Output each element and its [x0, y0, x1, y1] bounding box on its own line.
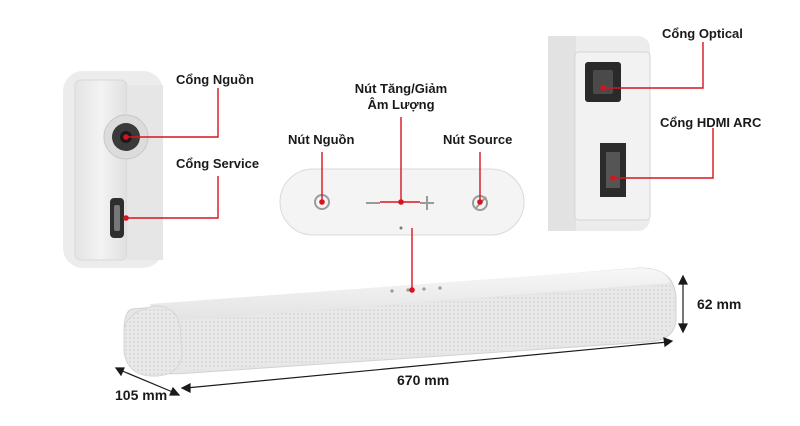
- label-service-port: Cổng Service: [176, 156, 260, 171]
- left-port-inset: [63, 71, 163, 268]
- label-power-port: Cổng Nguồn: [176, 72, 254, 87]
- callout-dots: [123, 85, 616, 293]
- label-source-button: Nút Source: [443, 132, 513, 147]
- label-volume-button-line1: Nút Tăng/Giảm: [354, 81, 448, 96]
- soundbar: [123, 267, 677, 377]
- dimension-lines: [114, 274, 688, 396]
- right-port-inset: [548, 36, 651, 231]
- label-volume-button-line2: Âm Lượng: [367, 97, 435, 112]
- label-optical-port: Cổng Optical: [662, 26, 743, 41]
- dimension-height: 62 mm: [697, 296, 742, 312]
- label-hdmi-arc-port: Cổng HDMI ARC: [660, 115, 762, 130]
- dimension-width: 670 mm: [397, 372, 450, 388]
- label-power-button: Nút Nguồn: [288, 132, 355, 147]
- callout-lines: [126, 42, 714, 290]
- dimension-depth: 105 mm: [115, 387, 168, 403]
